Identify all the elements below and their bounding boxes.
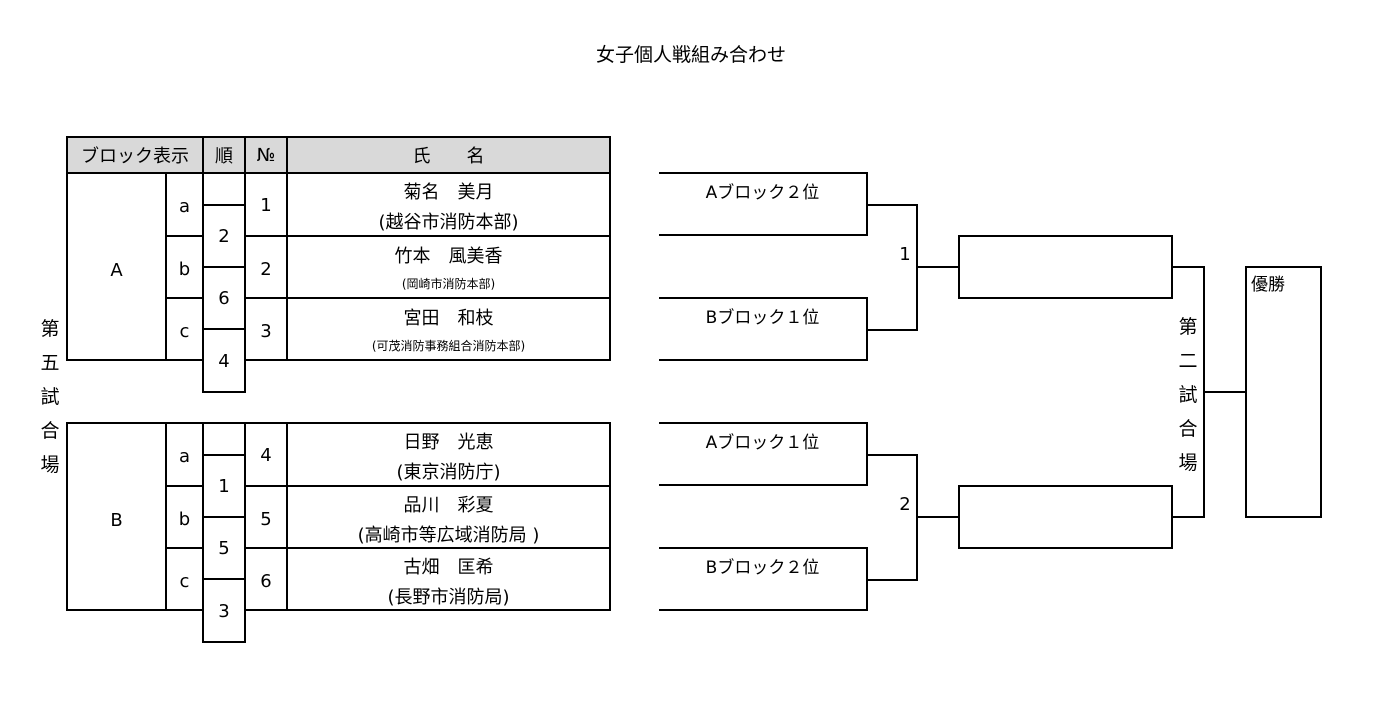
match-number: 1	[899, 244, 911, 265]
divider	[202, 454, 246, 456]
page-title: 女子個人戦組み合わせ	[595, 44, 786, 66]
sub-label: b	[178, 259, 191, 280]
block-b-sub-b: b	[165, 485, 204, 549]
venue-char: 場	[40, 454, 60, 476]
bracket-line	[1203, 391, 1247, 393]
player-name: 竹本 風美香	[394, 246, 503, 267]
venue-char: 二	[1178, 350, 1198, 372]
player-name: 菊名 美月	[403, 182, 494, 203]
no-cell: 5	[244, 485, 288, 549]
venue-char: 第	[1178, 316, 1198, 338]
venue-char: 合	[1178, 418, 1198, 440]
block-a-sub-b: b	[165, 235, 204, 299]
divider	[202, 516, 246, 518]
no-cell: 2	[244, 235, 288, 299]
player-affiliation: (高崎市等広域消防局 )	[357, 525, 540, 546]
venue-char: 五	[40, 352, 60, 374]
bracket-slot-b2: Bブロック２位	[659, 547, 868, 611]
divider	[202, 578, 246, 580]
name-cell: 古畑 匡希 (長野市消防局)	[286, 547, 611, 611]
player-name: 品川 彩夏	[403, 495, 494, 516]
sub-label: a	[178, 446, 191, 467]
divider	[202, 328, 246, 330]
player-no: 1	[260, 195, 272, 216]
player-no: 6	[260, 571, 272, 592]
no-cell: 6	[244, 547, 288, 611]
slot-label: Aブロック２位	[705, 183, 820, 203]
match-number: 2	[899, 494, 911, 515]
player-no: 5	[260, 509, 272, 530]
no-cell: 3	[244, 297, 288, 361]
venue-char: 試	[1178, 384, 1198, 406]
sub-label: a	[178, 196, 191, 217]
order-value: 3	[218, 601, 230, 622]
bracket-winner-1	[958, 235, 1173, 299]
divider	[202, 266, 246, 268]
order-value: 2	[218, 226, 230, 247]
player-name: 宮田 和枝	[403, 308, 494, 329]
champion-label: 優勝	[1251, 275, 1285, 295]
block-b-label: B	[110, 510, 123, 531]
name-cell: 菊名 美月 (越谷市消防本部)	[286, 172, 611, 237]
player-name: 日野 光恵	[403, 432, 494, 453]
venue-char: 試	[40, 386, 60, 408]
bracket-slot-b1: Bブロック１位	[659, 297, 868, 361]
slot-label: Aブロック１位	[705, 433, 820, 453]
header-order: 順	[202, 136, 246, 174]
champion-box: 優勝	[1245, 266, 1322, 518]
header-block: ブロック表示	[66, 136, 204, 174]
name-cell: 品川 彩夏 (高崎市等広域消防局 )	[286, 485, 611, 549]
bracket-slot-a1: Aブロック１位	[659, 422, 868, 486]
block-b-sub-a: a	[165, 422, 204, 487]
order-value: 6	[218, 288, 230, 309]
bracket-line	[916, 516, 960, 518]
bracket-line	[866, 454, 918, 456]
bracket-line	[1171, 266, 1205, 268]
block-a-sub-c: c	[165, 297, 204, 361]
divider	[202, 204, 246, 206]
no-cell: 1	[244, 172, 288, 237]
slot-label: Bブロック１位	[705, 308, 820, 328]
player-no: 3	[260, 321, 272, 342]
venue-char: 場	[1178, 452, 1198, 474]
bracket-line	[866, 329, 918, 331]
player-affiliation: (可茂消防事務組合消防本部)	[371, 339, 526, 353]
sub-label: c	[179, 571, 190, 592]
bracket-line	[916, 266, 960, 268]
bracket-line	[866, 579, 918, 581]
player-affiliation: (岡崎市消防本部)	[401, 277, 496, 291]
order-value: 1	[218, 476, 230, 497]
player-affiliation: (東京消防庁)	[396, 462, 501, 483]
venue-char: 合	[40, 420, 60, 442]
sub-label: c	[179, 321, 190, 342]
header-name: 氏 名	[286, 136, 611, 174]
player-no: 4	[260, 445, 272, 466]
name-cell: 竹本 風美香 (岡崎市消防本部)	[286, 235, 611, 299]
player-affiliation: (長野市消防局)	[387, 587, 510, 608]
block-a-label: A	[110, 260, 123, 281]
name-cell: 宮田 和枝 (可茂消防事務組合消防本部)	[286, 297, 611, 361]
bracket-slot-a2: Aブロック２位	[659, 172, 868, 236]
block-a-sub-a: a	[165, 172, 204, 237]
player-name: 古畑 匡希	[403, 557, 494, 578]
order-value: 5	[218, 538, 230, 559]
bracket-line	[866, 204, 918, 206]
slot-label: Bブロック２位	[705, 558, 820, 578]
player-no: 2	[260, 259, 272, 280]
block-a-cell: A	[66, 172, 167, 361]
venue-char: 第	[40, 318, 60, 340]
bracket-line	[1171, 516, 1205, 518]
name-cell: 日野 光恵 (東京消防庁)	[286, 422, 611, 487]
bracket-winner-2	[958, 485, 1173, 549]
player-affiliation: (越谷市消防本部)	[378, 212, 519, 233]
block-b-cell: B	[66, 422, 167, 611]
venue-label-left: 第 五 試 合 場	[35, 312, 65, 482]
sub-label: b	[178, 509, 191, 530]
no-cell: 4	[244, 422, 288, 487]
block-b-sub-c: c	[165, 547, 204, 611]
order-value: 4	[218, 351, 230, 372]
venue-label-right: 第 二 試 合 場	[1173, 310, 1203, 480]
header-no: №	[244, 136, 288, 174]
